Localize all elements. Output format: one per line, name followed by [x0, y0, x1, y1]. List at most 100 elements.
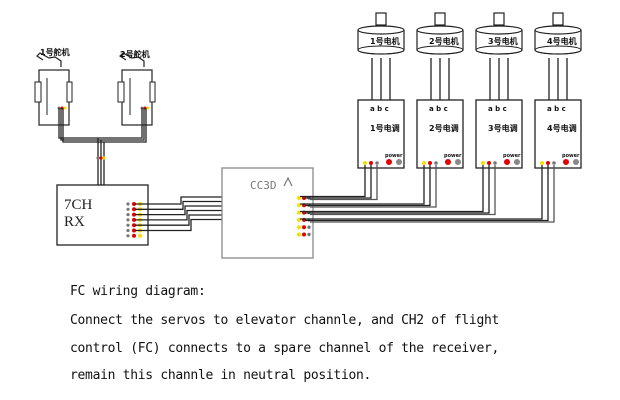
esc-1-pin-power: [369, 161, 373, 165]
esc-3-power-led-off: [514, 159, 520, 165]
motor-2-top: [416, 25, 464, 35]
esc-2-pin-ground: [434, 161, 438, 165]
esc-1-power-led: [386, 159, 392, 165]
esc-2-label: 2号电调: [429, 123, 459, 133]
rx-to-cc3d-wire: [135, 205, 232, 216]
rx-pin-ground: [126, 213, 130, 217]
esc-3-pin-power: [487, 161, 491, 165]
rx-pin-power: [132, 228, 136, 233]
servo-1-tab: [34, 81, 42, 103]
caption-line-3: remain this channle in neutral position.: [70, 368, 372, 383]
motor-3-shaft: [493, 12, 505, 26]
esc-1-pin-ground: [375, 161, 379, 165]
esc-4-pin-ground: [552, 161, 556, 165]
rx-pin-ground: [126, 234, 130, 238]
esc-1-power-led-off: [396, 159, 402, 165]
rx-to-cc3d-wire: [135, 200, 232, 210]
rx-to-cc3d-wire: [135, 218, 232, 232]
motor-4-top: [534, 25, 582, 35]
motor-2-label: 2号电机: [429, 36, 459, 46]
cc3d-pin-power: [302, 232, 306, 237]
wiring-diagram: 1号舵机 2号舵机 1号电机 2号电机 3号电机 4号电机 1号电调 2号电调 …: [34, 12, 582, 259]
rx-pin-power: [132, 233, 136, 238]
servo-y-harness-wire: [60, 108, 145, 141]
servo-2-pin-signal: [146, 106, 150, 110]
rx-pin-power: [132, 202, 136, 206]
esc-4-terminals: a b c: [547, 105, 566, 113]
rx-to-cc3d-wire: [135, 209, 232, 221]
y-harness-pin-power: [99, 156, 103, 160]
rx-pin-ground: [126, 207, 130, 211]
esc-1-power-label: power: [385, 153, 403, 159]
esc-4-power-label: power: [562, 153, 580, 159]
cc3d-label: CC3D: [250, 179, 277, 192]
caption-title: FC wiring diagram:: [70, 284, 206, 299]
esc-3-terminals: a b c: [488, 105, 507, 113]
motor-3-label: 3号电机: [488, 36, 518, 46]
rx-to-cc3d-wire: [135, 214, 232, 226]
cc3d-pin-ground: [307, 225, 311, 229]
servo-2-label: 2号舵机: [120, 49, 150, 59]
esc-2-power-led-off: [455, 159, 461, 165]
esc-2-pin-power: [428, 161, 432, 165]
esc-3-to-cc3d-wire: [305, 165, 490, 214]
esc-2-power-led: [445, 159, 451, 165]
rx-pin-power: [132, 217, 136, 222]
esc-1-box: [357, 99, 405, 169]
motor-1-top: [357, 25, 405, 35]
motor-3-top: [475, 25, 523, 35]
servo-1-pin-signal: [63, 106, 67, 110]
motor-1-label: 1号电机: [370, 36, 400, 46]
rx-pin-signal: [138, 233, 142, 238]
esc-3-label: 3号电调: [488, 123, 518, 133]
esc-4-to-cc3d-wire: [305, 165, 549, 222]
rx-pin-ground: [126, 202, 130, 206]
esc-1-to-cc3d-wire: [300, 165, 366, 198]
servo-2-tab: [149, 81, 156, 103]
esc-3-to-cc3d-wire: [300, 165, 484, 213]
cc3d-pin-ground: [307, 232, 311, 237]
motor-4-shaft: [552, 12, 564, 26]
cc3d-pin-power: [302, 225, 306, 230]
esc-3-pin-ground: [493, 161, 497, 165]
esc-2-to-cc3d-wire: [300, 165, 425, 205]
rx-pin-ground: [126, 218, 130, 222]
rx-pin-power: [132, 212, 136, 217]
esc-4-pin-signal: [540, 161, 544, 165]
motor-1-band: [357, 45, 405, 55]
esc-3-to-cc3d-wire: [310, 165, 496, 216]
esc-4-power-led-off: [573, 159, 579, 165]
motor-1-shaft: [375, 12, 387, 26]
esc-1-to-cc3d-wire: [305, 165, 372, 199]
motor-2-shaft: [434, 12, 446, 26]
esc-4-to-cc3d-wire: [300, 165, 543, 220]
esc-1-label: 1号电调: [370, 123, 400, 133]
servo-1-label: 1号舵机: [40, 47, 70, 57]
servo-2-body: [121, 69, 153, 126]
cc3d-pin-signal: [297, 232, 301, 237]
caption-line-2: control (FC) connects to a spare channel…: [70, 341, 500, 356]
esc-3-power-label: power: [503, 153, 521, 159]
esc-2-terminals: a b c: [429, 105, 448, 113]
esc-1-pin-signal: [363, 161, 367, 165]
motor-3-band: [475, 45, 523, 55]
esc-1-to-cc3d-wire: [310, 165, 378, 201]
servo-2-tab: [117, 81, 125, 103]
rx-pin-power: [132, 223, 136, 228]
esc-2-power-label: power: [444, 153, 462, 159]
servo-1-tab: [66, 81, 73, 103]
rx-pin-ground: [126, 228, 130, 233]
esc-2-pin-signal: [422, 161, 426, 165]
rx-to-cc3d-wire: [135, 196, 232, 205]
rx-pin-ground: [126, 223, 130, 227]
motor-2-band: [416, 45, 464, 55]
esc-2-to-cc3d-wire: [310, 165, 437, 208]
motor-4-label: 4号电机: [547, 36, 577, 46]
rx-pin-power: [132, 207, 136, 212]
cc3d-arrow-icon: [283, 176, 293, 187]
esc-4-power-led: [563, 159, 569, 165]
servo-1-body: [38, 69, 70, 126]
esc-4-label: 4号电调: [547, 123, 577, 133]
esc-3-power-led: [504, 159, 510, 165]
receiver-label-7ch: 7CH: [64, 197, 93, 213]
